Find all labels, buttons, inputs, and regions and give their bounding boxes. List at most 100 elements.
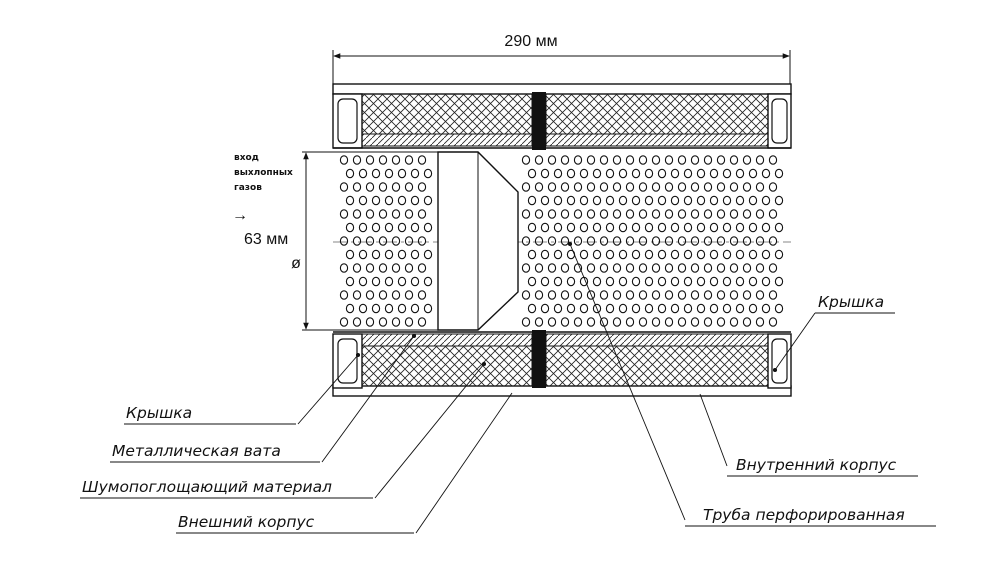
perforation-hole [566, 195, 576, 206]
perforation-hole [631, 249, 641, 260]
perforation-hole [579, 249, 589, 260]
perforation-hole [735, 168, 745, 179]
perforation-hole [358, 168, 368, 179]
perforation-hole [703, 182, 713, 192]
perforation-hole [553, 168, 563, 179]
perforation-hole [638, 317, 648, 327]
perforation-hole [644, 222, 654, 233]
perforation-hole [345, 249, 355, 260]
perforation-hole [729, 182, 739, 192]
perforation-hole [703, 263, 713, 273]
perforation-hole [748, 303, 758, 314]
perforation-hole [527, 168, 537, 179]
perforation-hole [696, 222, 706, 233]
perforation-hole [339, 317, 349, 327]
perforation-hole [631, 195, 641, 206]
perforation-hole [755, 317, 765, 327]
perforation-hole [651, 182, 661, 192]
perforation-hole [735, 222, 745, 233]
perforation-hole [729, 263, 739, 273]
perforation-hole [352, 155, 362, 165]
perforation-hole [560, 182, 570, 192]
perforation-hole [677, 155, 687, 165]
perforation-hole [683, 195, 693, 206]
perforation-hole [722, 303, 732, 314]
perforation-hole [410, 303, 420, 314]
perforation-hole [560, 155, 570, 165]
perforation-hole [690, 209, 700, 219]
perforation-hole [410, 249, 420, 260]
perforation-hole [423, 222, 433, 233]
perforation-hole [592, 168, 602, 179]
perforation-hole [742, 182, 752, 192]
perforation-hole [677, 263, 687, 273]
perforation-hole [553, 276, 563, 287]
perforation-hole [384, 303, 394, 314]
perforation-hole [690, 155, 700, 165]
perforation-hole [521, 209, 531, 219]
perforation-hole [625, 317, 635, 327]
callout-cover-left: Крышка [126, 404, 192, 422]
perforation-hole [534, 290, 544, 300]
perforation-hole [371, 195, 381, 206]
perforation-hole [722, 276, 732, 287]
perforation-hole [547, 290, 557, 300]
perforation-hole [742, 236, 752, 246]
perforation-hole [742, 317, 752, 327]
perforation-hole [365, 290, 375, 300]
perforation-hole [748, 168, 758, 179]
perforation-hole [605, 168, 615, 179]
perforated-pipe [333, 147, 791, 333]
perforation-hole [761, 168, 771, 179]
perforation-hole [423, 276, 433, 287]
perforation-hole [735, 303, 745, 314]
perforation-hole [417, 290, 427, 300]
perforation-hole [352, 182, 362, 192]
perforation-hole [391, 182, 401, 192]
perforation-hole [605, 195, 615, 206]
perforation-hole [378, 317, 388, 327]
inlet-label: вход выхлопных газов → [232, 153, 293, 224]
perforation-hole [755, 182, 765, 192]
perforation-hole [397, 168, 407, 179]
perforation-hole [638, 155, 648, 165]
perforation-hole [534, 317, 544, 327]
perforation-hole [768, 317, 778, 327]
perforation-hole [644, 276, 654, 287]
perforation-hole [391, 263, 401, 273]
perforation-hole [631, 303, 641, 314]
perforation-hole [716, 155, 726, 165]
diameter-symbol: ø [291, 255, 301, 272]
perforation-hole [547, 317, 557, 327]
perforation-hole [774, 195, 784, 206]
perforation-hole [696, 168, 706, 179]
perforation-hole [540, 222, 550, 233]
perforation-hole [716, 263, 726, 273]
callout-sound-absorbing: Шумопоглощающий материал [82, 478, 332, 496]
perforation-hole [521, 290, 531, 300]
perforation-hole [423, 195, 433, 206]
perforation-hole [631, 276, 641, 287]
perforation-hole [339, 236, 349, 246]
perforation-hole [345, 195, 355, 206]
perforation-hole [651, 290, 661, 300]
perforation-hole [352, 290, 362, 300]
perforation-hole [384, 195, 394, 206]
perforation-hole [768, 155, 778, 165]
perforation-hole [768, 182, 778, 192]
perforation-hole [358, 195, 368, 206]
perforation-hole [534, 263, 544, 273]
perforation-hole [605, 222, 615, 233]
perforation-hole [423, 249, 433, 260]
perforation-hole [755, 290, 765, 300]
perforation-hole [417, 155, 427, 165]
perforation-hole [618, 276, 628, 287]
perforation-hole [709, 303, 719, 314]
perforation-hole [410, 168, 420, 179]
perforation-hole [417, 263, 427, 273]
perforation-hole [345, 303, 355, 314]
perforation-hole [339, 155, 349, 165]
perforation-hole [410, 195, 420, 206]
perforation-hole [573, 236, 583, 246]
perforation-hole [397, 222, 407, 233]
